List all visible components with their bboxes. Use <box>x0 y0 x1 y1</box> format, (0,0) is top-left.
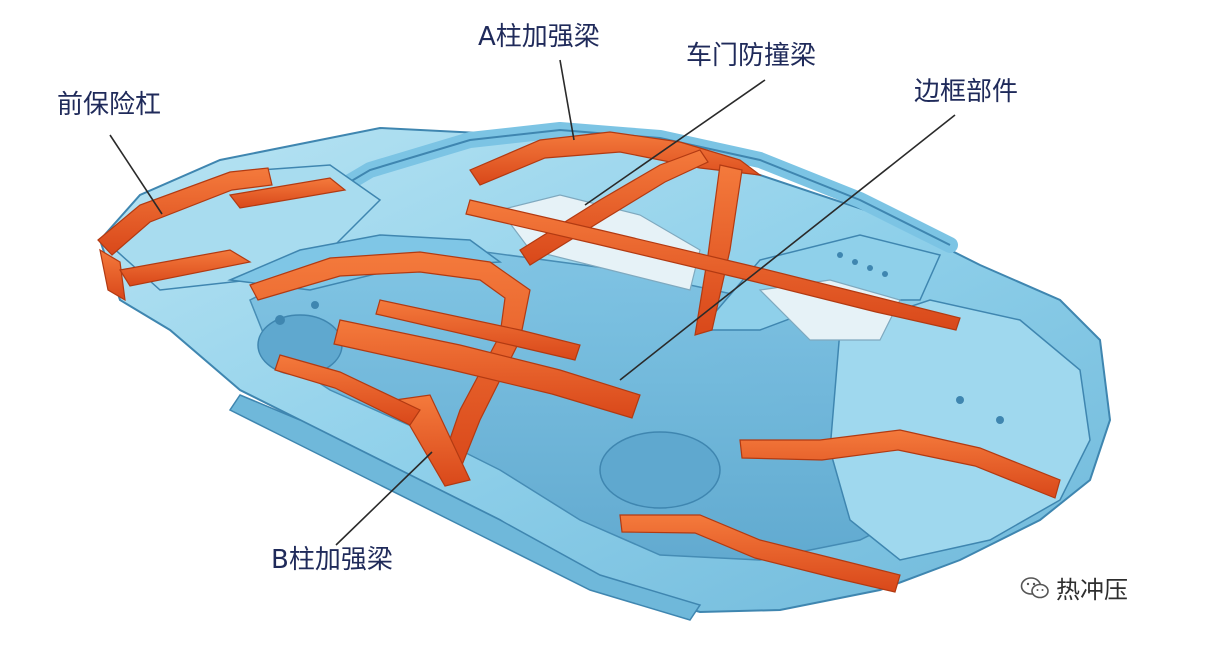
front-bumper-beam-lower <box>99 248 126 302</box>
floor-tunnel-member <box>375 299 581 361</box>
label-a-pillar-reinforcement: A柱加强梁 <box>478 22 600 52</box>
leader-a-pillar <box>559 59 575 141</box>
watermark-text: 热冲压 <box>1056 576 1128 604</box>
rear-rail-lower <box>619 514 901 593</box>
label-door-impact-beam: 车门防撞梁 <box>686 41 817 71</box>
a-pillar-reinforcement <box>469 131 763 186</box>
label-frame-parts: 边框部件 <box>914 77 1019 107</box>
leader-b-pillar <box>335 451 433 546</box>
leader-lines <box>109 59 956 546</box>
panel-holes <box>275 252 1004 424</box>
front-rail-right <box>228 177 347 209</box>
leader-door-beam <box>584 79 766 206</box>
front-bumper-beam <box>97 167 273 256</box>
rear-rail-upper <box>739 429 1061 499</box>
leader-frame-parts <box>619 114 956 381</box>
wechat-icon <box>1020 576 1049 598</box>
rocker-member <box>274 354 421 426</box>
roof-side-rail <box>465 199 961 331</box>
a-pillar-down <box>694 164 743 336</box>
label-front-bumper: 前保险杠 <box>57 90 162 120</box>
side-sill <box>228 394 702 621</box>
rear-trunk-area <box>829 299 1091 561</box>
front-rail-left <box>119 249 252 287</box>
floor-cross-member <box>333 319 641 419</box>
watermark: 热冲压 <box>1020 570 1128 605</box>
rear-wheel-arch <box>599 431 721 509</box>
hot-stamped-parts <box>97 131 1061 593</box>
label-b-pillar-reinforcement: B柱加强梁 <box>271 545 393 575</box>
leader-front-bumper <box>109 134 163 215</box>
